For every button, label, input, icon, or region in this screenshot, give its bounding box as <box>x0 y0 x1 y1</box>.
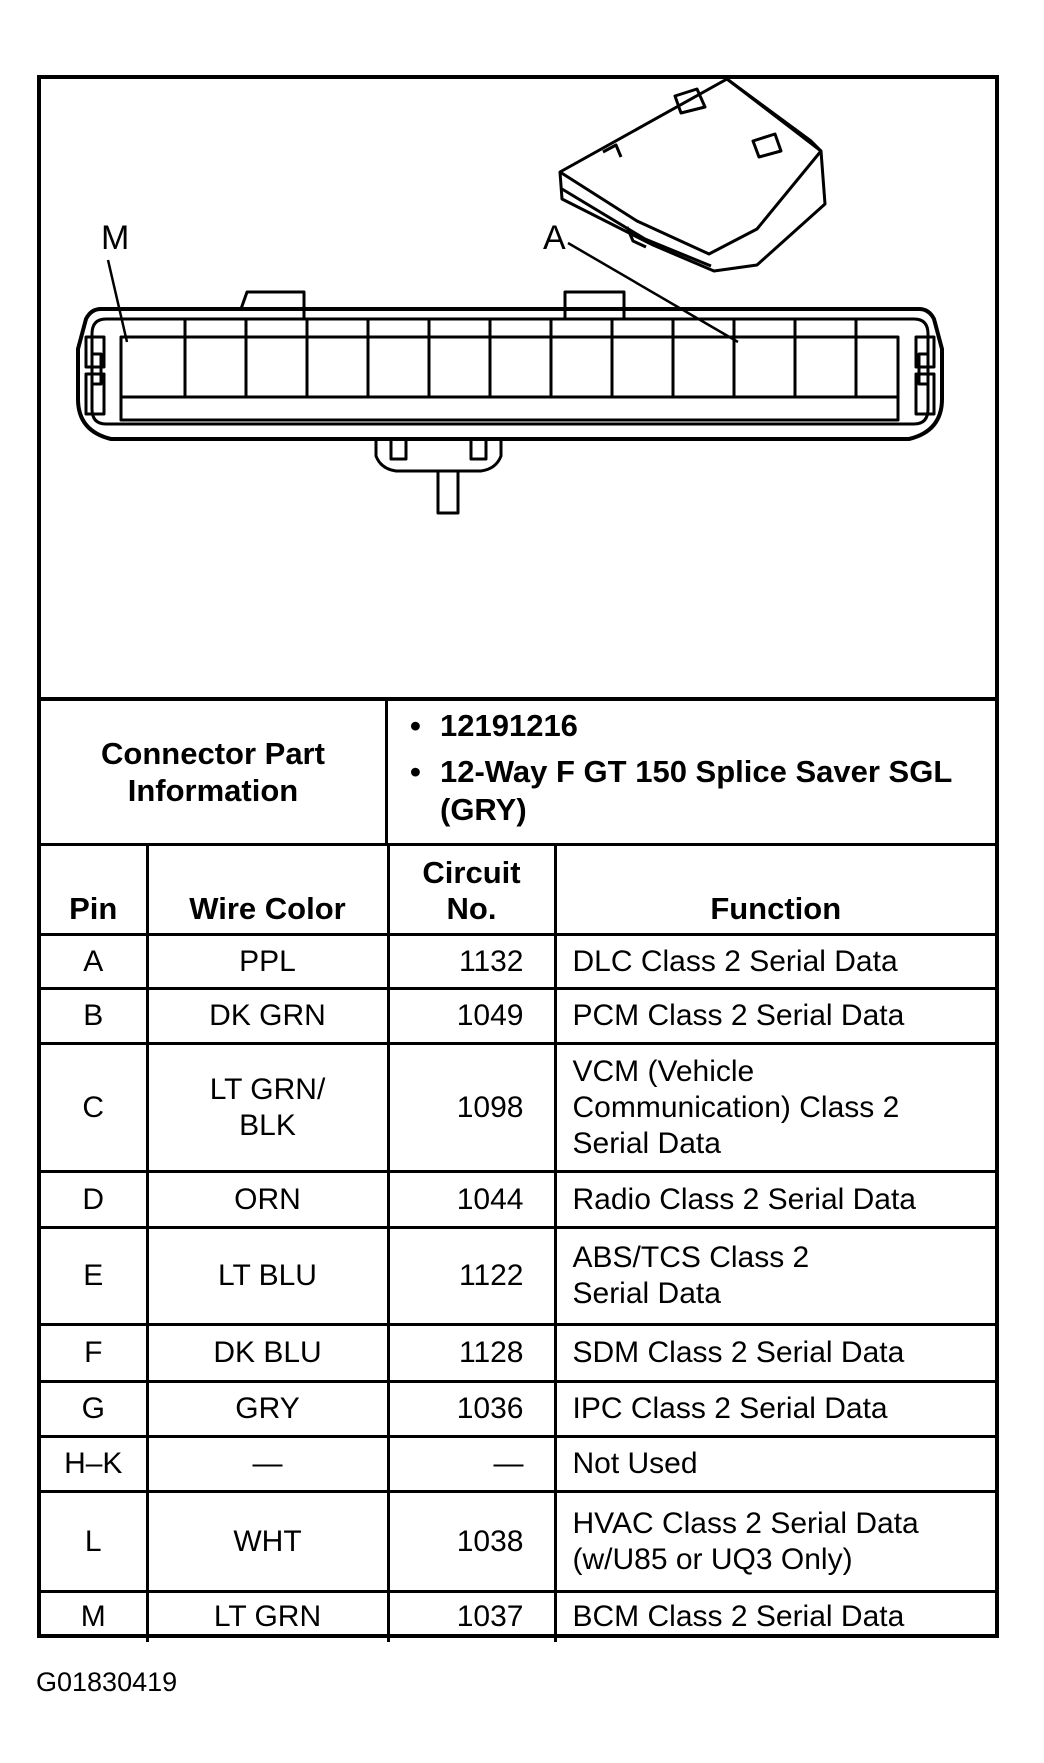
cell-wire-color: ORN <box>145 1170 390 1229</box>
table-row: C LT GRN/ BLK 1098 VCM (Vehicle Communic… <box>41 1042 995 1173</box>
cell-circuit: 1128 <box>386 1323 557 1383</box>
table-row: H–K — — Not Used <box>41 1435 995 1493</box>
cell-circuit: 1036 <box>386 1380 557 1438</box>
cell-wire-color: DK BLU <box>145 1323 390 1383</box>
table-row: B DK GRN 1049 PCM Class 2 Serial Data <box>41 987 995 1045</box>
connector-info-label: Connector Part Information <box>41 701 388 843</box>
table-row: A PPL 1132 DLC Class 2 Serial Data <box>41 933 995 990</box>
connector-diagram-frame: M A Connector Part Information • 1219121… <box>37 75 999 1642</box>
connector-part-information: Connector Part Information • 12191216 • … <box>41 697 995 843</box>
connector-description: 12-Way F GT 150 Splice Saver SGL (GRY) <box>440 754 952 827</box>
cell-function: VCM (Vehicle Communication) Class 2 Seri… <box>553 1042 995 1173</box>
cell-function: IPC Class 2 Serial Data <box>553 1380 995 1438</box>
cell-wire-color: PPL <box>145 933 390 990</box>
cell-wire-color: LT GRN/ BLK <box>145 1042 390 1173</box>
header-circuit-no: Circuit No. <box>386 843 557 936</box>
pinout-table: Pin Wire Color Circuit No. Function A PP… <box>41 843 995 1642</box>
bullet-icon: • <box>410 708 421 743</box>
cell-function: SDM Class 2 Serial Data <box>553 1323 995 1383</box>
table-row: M LT GRN 1037 BCM Class 2 Serial Data <box>41 1590 995 1642</box>
cell-wire-color: GRY <box>145 1380 390 1438</box>
connector-info-label-line1: Connector Part <box>101 736 325 771</box>
table-row: G GRY 1036 IPC Class 2 Serial Data <box>41 1380 995 1438</box>
cell-function: DLC Class 2 Serial Data <box>553 933 995 990</box>
connector-description-item: • 12-Way F GT 150 Splice Saver SGL (GRY) <box>410 753 995 829</box>
cell-pin: H–K <box>41 1435 149 1493</box>
part-number-item: • 12191216 <box>410 707 995 745</box>
cell-function: Not Used <box>553 1435 995 1493</box>
cell-circuit: 1098 <box>386 1042 557 1173</box>
bullet-icon: • <box>410 754 421 789</box>
cell-pin: G <box>41 1380 149 1438</box>
cell-pin: A <box>41 933 149 990</box>
table-row: D ORN 1044 Radio Class 2 Serial Data <box>41 1170 995 1229</box>
cell-wire-color: — <box>145 1435 390 1493</box>
cell-circuit: 1038 <box>386 1490 557 1593</box>
cell-function: Radio Class 2 Serial Data <box>553 1170 995 1229</box>
cell-pin: L <box>41 1490 149 1593</box>
cell-pin: D <box>41 1170 149 1229</box>
connector-face-icon <box>76 79 944 515</box>
table-row: L WHT 1038 HVAC Class 2 Serial Data (w/U… <box>41 1490 995 1593</box>
cell-function: PCM Class 2 Serial Data <box>553 987 995 1045</box>
header-wire-color: Wire Color <box>145 843 390 936</box>
cell-wire-color: DK GRN <box>145 987 390 1045</box>
header-function: Function <box>553 843 995 936</box>
callout-label-a: A <box>543 219 566 257</box>
table-row: F DK BLU 1128 SDM Class 2 Serial Data <box>41 1323 995 1383</box>
cell-pin: F <box>41 1323 149 1383</box>
header-circuit-line1: Circuit <box>422 855 521 890</box>
cell-pin: B <box>41 987 149 1045</box>
cell-circuit: — <box>386 1435 557 1493</box>
table-header-row: Pin Wire Color Circuit No. Function <box>41 843 995 936</box>
cell-pin: C <box>41 1042 149 1173</box>
header-pin: Pin <box>41 843 149 936</box>
cell-function: BCM Class 2 Serial Data <box>553 1590 995 1642</box>
cell-function: ABS/TCS Class 2 Serial Data <box>553 1226 995 1326</box>
connector-info-label-line2: Information <box>127 773 299 808</box>
cell-circuit: 1044 <box>386 1170 557 1229</box>
cell-pin: M <box>41 1590 149 1642</box>
cell-circuit: 1049 <box>386 987 557 1045</box>
cell-circuit: 1037 <box>386 1590 557 1642</box>
cell-wire-color: LT GRN <box>145 1590 390 1642</box>
header-circuit-line2: No. <box>446 891 497 926</box>
cell-wire-color: LT BLU <box>145 1226 390 1326</box>
figure-id: G01830419 <box>36 1667 178 1697</box>
cell-circuit: 1132 <box>386 933 557 990</box>
cell-pin: E <box>41 1226 149 1326</box>
table-row: E LT BLU 1122 ABS/TCS Class 2 Serial Dat… <box>41 1226 995 1326</box>
cell-function: HVAC Class 2 Serial Data (w/U85 or UQ3 O… <box>553 1490 995 1593</box>
cell-wire-color: WHT <box>145 1490 390 1593</box>
callout-label-m: M <box>101 219 130 257</box>
part-number: 12191216 <box>440 708 578 743</box>
cell-circuit: 1122 <box>386 1226 557 1326</box>
connector-drawing: M A <box>41 79 995 697</box>
connector-info-values: • 12191216 • 12-Way F GT 150 Splice Save… <box>388 701 995 843</box>
